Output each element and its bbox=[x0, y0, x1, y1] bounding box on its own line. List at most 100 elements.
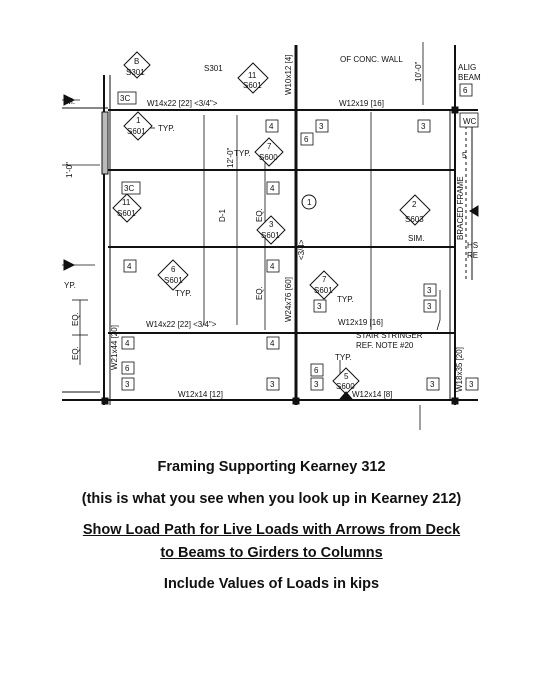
tag-box-4-c bbox=[123, 259, 137, 273]
note-eq-left-1: EQ. bbox=[71, 312, 80, 326]
tag-box-3-d bbox=[423, 283, 437, 297]
caption-instruction-line1: Show Load Path for Live Loads with Arrow… bbox=[82, 522, 461, 538]
tag-4-e: 4 bbox=[125, 339, 130, 348]
tag-4-a: 4 bbox=[269, 122, 274, 131]
tag-box-3c-mid bbox=[121, 181, 141, 195]
beam-label-w14x22-top: W14x22 [22] <3/4"> bbox=[147, 99, 218, 108]
note-d1: D-1 bbox=[218, 209, 227, 222]
note-im: IM. bbox=[64, 97, 75, 106]
framing-plan-drawing: W14x22 [22] <3/4"> W12x19 [16] W14x22 [2… bbox=[62, 42, 481, 430]
dim-1ft: 1'-0" bbox=[65, 162, 74, 178]
tag-box-3-g bbox=[266, 377, 280, 391]
note-alig: ALIG bbox=[458, 63, 476, 72]
tag-3-f: 3 bbox=[125, 380, 130, 389]
note-conc-wall: OF CONC. WALL bbox=[340, 55, 403, 64]
dim-10ft: 10'-0" bbox=[414, 61, 423, 82]
detail-callout-top-left bbox=[123, 51, 151, 79]
beam-label-w21x44: W21x44 [20] bbox=[110, 325, 119, 370]
note-beam: BEAM bbox=[458, 73, 481, 82]
callout-b-id: B bbox=[134, 57, 139, 66]
note-eq-center-2: EQ. bbox=[255, 286, 264, 300]
detail-callout-6 bbox=[157, 259, 189, 291]
beam-label-w14x22-mid: W14x22 [22] <3/4"> bbox=[146, 320, 217, 329]
tag-box-3-e bbox=[423, 299, 437, 313]
note-eq-center: EQ. bbox=[255, 208, 264, 222]
callout-b-sheet: S301 bbox=[126, 68, 145, 77]
note-stair-stringer: STAIR STRINGER bbox=[356, 331, 423, 340]
column-marker-1 bbox=[101, 397, 109, 405]
tag-6-c: 6 bbox=[314, 366, 319, 375]
caption-block: Framing Supporting Kearney 312 (this is … bbox=[0, 455, 543, 594]
tag-box-3-i bbox=[426, 377, 440, 391]
tag-3-d: 3 bbox=[427, 286, 432, 295]
callout-7-top-sheet: S600 bbox=[259, 153, 278, 162]
dim-12ft: 12'-0" bbox=[226, 147, 235, 168]
note-ref-20: REF. NOTE #20 bbox=[356, 341, 414, 350]
tag-3-c: 3 bbox=[317, 302, 322, 311]
tag-4-f: 4 bbox=[270, 339, 275, 348]
column-marker-2 bbox=[292, 397, 300, 405]
tag-box-6-a bbox=[300, 132, 314, 146]
caption-subtitle: (this is what you see when you look up i… bbox=[81, 491, 462, 507]
note-typ-1: TYP. bbox=[158, 124, 175, 133]
tag-box-3c-top bbox=[117, 91, 137, 105]
beam-label-w12x14-right: W12x14 [8] bbox=[352, 390, 392, 399]
column-marker-4 bbox=[451, 106, 459, 114]
leader-stair bbox=[436, 290, 441, 331]
tag-box-4-f bbox=[266, 336, 280, 350]
column-marker-3 bbox=[451, 397, 459, 405]
callout-11-top-sheet: S601 bbox=[243, 81, 262, 90]
tag-3-i: 3 bbox=[430, 380, 435, 389]
tag-box-6-d bbox=[459, 83, 473, 97]
detail-callout-11-mid bbox=[112, 193, 142, 223]
tag-4-d: 4 bbox=[270, 262, 275, 271]
callout-3-id: 3 bbox=[269, 220, 274, 229]
note-typ-7-low: TYP. bbox=[337, 295, 354, 304]
caption-instruction-line2: to Beams to Girders to Columns bbox=[160, 545, 383, 561]
tag-3-e: 3 bbox=[427, 302, 432, 311]
tag-box-6-b bbox=[121, 361, 135, 375]
beam-label-w18x35: W18x35 [20] bbox=[455, 347, 464, 392]
tag-3-j: 3 bbox=[469, 380, 474, 389]
tag-box-wc bbox=[459, 112, 479, 128]
arrow-head-left-1 bbox=[63, 94, 76, 106]
tag-box-4-a bbox=[265, 119, 279, 133]
note-yp: YP. bbox=[64, 281, 76, 290]
tag-box-4-e bbox=[121, 336, 135, 350]
tag-box-3-j bbox=[465, 377, 479, 391]
callout-6-id: 6 bbox=[171, 265, 176, 274]
note-typ-5: TYP. bbox=[335, 353, 352, 362]
caption-instruction-values: Include Values of Loads in kips bbox=[163, 576, 380, 592]
tag-4-c: 4 bbox=[127, 262, 132, 271]
callout-5-id: 5 bbox=[344, 372, 349, 381]
tag-box-3-b bbox=[417, 119, 431, 133]
beam-label-w10x12: W10x12 [4] bbox=[284, 55, 293, 95]
callout-s301-sheet: S301 bbox=[204, 64, 223, 73]
callout-11-mid-id: 11 bbox=[122, 198, 131, 207]
caption-title: Framing Supporting Kearney 312 bbox=[157, 459, 386, 475]
note-wc: WC bbox=[463, 117, 477, 126]
beam-label-w12x14-left: W12x14 [12] bbox=[178, 390, 223, 399]
tag-box-4-d bbox=[266, 259, 280, 273]
detail-callout-2 bbox=[399, 194, 431, 226]
beam-label-w12x19-mid: W12x19 [16] bbox=[338, 318, 383, 327]
tag-3c-top: 3C bbox=[120, 94, 130, 103]
tag-3-a: 3 bbox=[319, 122, 324, 131]
callout-6-sheet: S601 bbox=[164, 276, 183, 285]
detail-callout-1 bbox=[123, 111, 153, 141]
tag-box-3-h bbox=[310, 377, 324, 391]
callout-1-sheet: S601 bbox=[127, 127, 146, 136]
tag-box-6-c bbox=[310, 363, 324, 377]
tag-box-3-a bbox=[315, 119, 329, 133]
dim-5: 5 bbox=[462, 151, 467, 160]
arrow-head-left-2 bbox=[63, 259, 76, 271]
detail-callout-3 bbox=[256, 215, 286, 245]
wall-hatch-left bbox=[101, 111, 109, 175]
tag-box-4-b bbox=[266, 181, 280, 195]
callout-3-sheet: S601 bbox=[261, 231, 280, 240]
tag-box-3-f bbox=[121, 377, 135, 391]
callout-11-top-id: 11 bbox=[248, 71, 257, 80]
callout-7-top-id: 7 bbox=[267, 142, 272, 151]
callout-7-low-id: 7 bbox=[322, 275, 327, 284]
detail-callout-7-top bbox=[254, 137, 284, 167]
